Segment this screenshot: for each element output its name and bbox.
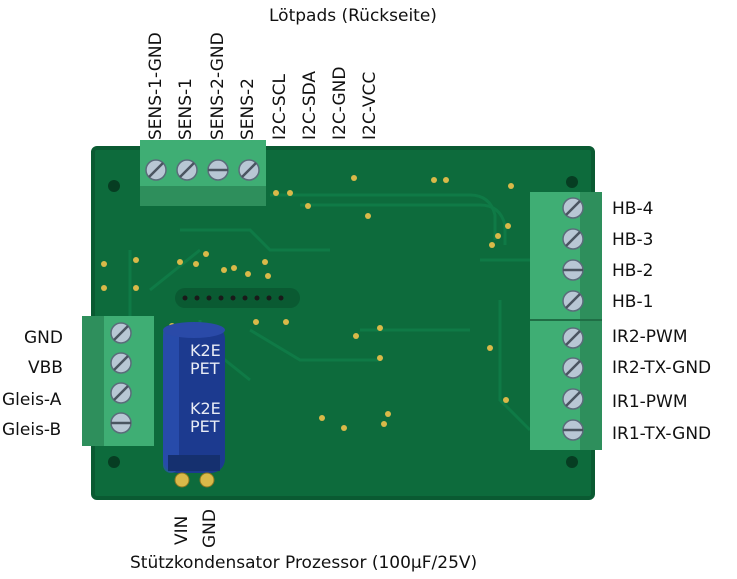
capacitor-marking-4: PET bbox=[190, 417, 220, 436]
solder-pads bbox=[101, 175, 514, 431]
top-pin-label: SENS-2-GND bbox=[208, 32, 228, 140]
mounting-hole bbox=[108, 456, 120, 468]
top-pin-label: I2C-SDA bbox=[300, 70, 320, 140]
right-pin-label: IR2-PWM bbox=[612, 327, 688, 347]
right-pin-label: HB-2 bbox=[612, 261, 654, 281]
mounting-hole bbox=[108, 180, 120, 192]
capacitor-pin-label: GND bbox=[200, 509, 220, 548]
processor-pad-strip bbox=[175, 288, 300, 308]
left-pin-label: GND bbox=[24, 328, 63, 348]
top-terminal-block bbox=[140, 140, 266, 206]
top-pin-label: SENS-1-GND bbox=[146, 32, 166, 140]
right-pin-label: IR2-TX-GND bbox=[612, 358, 712, 378]
top-pin-label: SENS-2 bbox=[238, 78, 258, 140]
mounting-hole bbox=[566, 176, 578, 188]
capacitor-pin-label: VIN bbox=[172, 515, 192, 545]
top-pin-label: I2C-GND bbox=[330, 66, 350, 140]
right-pin-label: IR1-PWM bbox=[612, 392, 688, 412]
top-pin-label: I2C-VCC bbox=[360, 71, 380, 140]
top-pin-label: I2C-SCL bbox=[270, 74, 290, 140]
capacitor: K2E PET K2E PET bbox=[163, 322, 225, 488]
processor-pins bbox=[182, 295, 284, 301]
capacitor-marking-3: K2E bbox=[190, 399, 221, 418]
capacitor-marking-1: K2E bbox=[190, 341, 221, 360]
right-terminal-block-hb bbox=[530, 192, 602, 320]
title-label: Lötpads (Rückseite) bbox=[269, 6, 437, 26]
left-terminal-block bbox=[82, 316, 154, 446]
right-terminal-block-ir bbox=[530, 319, 602, 450]
left-pin-label: Gleis-B bbox=[2, 420, 62, 440]
left-pin-label: VBB bbox=[28, 358, 63, 378]
right-pin-label: HB-4 bbox=[612, 199, 654, 219]
mounting-hole bbox=[566, 456, 578, 468]
capacitor-marking-2: PET bbox=[190, 359, 220, 378]
left-pin-label: Gleis-A bbox=[2, 390, 62, 410]
right-pin-label: IR1-TX-GND bbox=[612, 424, 712, 444]
top-pin-label: SENS-1 bbox=[176, 78, 196, 140]
right-pin-label: HB-3 bbox=[612, 230, 654, 250]
caption-label: Stützkondensator Prozessor (100µF/25V) bbox=[130, 553, 478, 573]
right-pin-label: HB-1 bbox=[612, 292, 654, 312]
